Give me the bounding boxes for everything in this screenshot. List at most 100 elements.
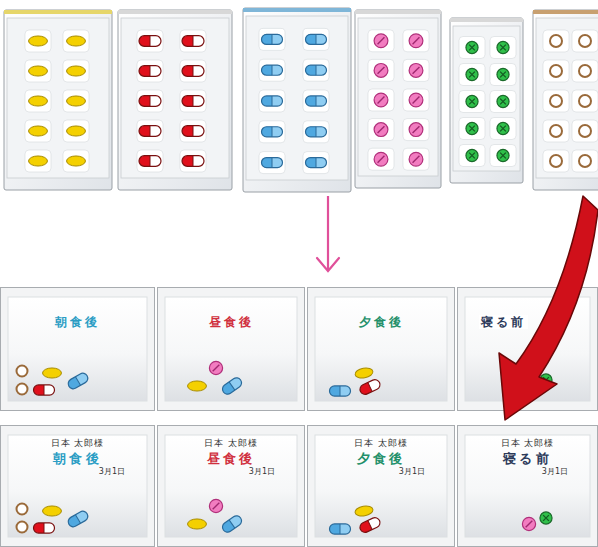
blue-capsule bbox=[66, 509, 89, 528]
blue-capsule bbox=[262, 34, 283, 44]
blue-capsule bbox=[66, 371, 89, 390]
medicine-box: 朝食後 bbox=[0, 287, 155, 411]
yellow-tablet bbox=[354, 505, 373, 518]
pink-tablet bbox=[209, 499, 222, 512]
dose-time: 昼食後 bbox=[205, 451, 258, 467]
yellow-tablet bbox=[29, 96, 48, 106]
medicine-box: 日本 太郎様寝る前3月1日 bbox=[457, 425, 598, 547]
yellow-tablet bbox=[188, 381, 207, 391]
pink-tablet bbox=[409, 34, 423, 48]
red-capsule bbox=[139, 156, 161, 167]
yellow-tablet bbox=[43, 368, 62, 378]
patient-name: 日本 太郎様 bbox=[49, 438, 106, 449]
medicine-box: 日本 太郎様昼食後3月1日 bbox=[157, 425, 305, 547]
blister-pack bbox=[243, 8, 351, 192]
brown-tablet bbox=[579, 65, 591, 77]
green-tablet bbox=[466, 149, 478, 161]
yellow-tablet bbox=[67, 126, 86, 136]
blister-pack bbox=[4, 10, 112, 190]
red-capsule bbox=[182, 36, 204, 47]
date: 3月1日 bbox=[397, 467, 427, 477]
medicine-box: 日本 太郎様夕食後3月1日 bbox=[307, 425, 455, 547]
green-tablet bbox=[497, 68, 509, 80]
medicine-box: 夕食後 bbox=[307, 287, 455, 411]
yellow-tablet bbox=[43, 506, 62, 516]
dose-time: 夕食後 bbox=[355, 451, 408, 467]
green-tablet bbox=[466, 95, 478, 107]
pink-tablet bbox=[374, 93, 388, 107]
blister-pack bbox=[533, 10, 598, 190]
yellow-tablet bbox=[354, 367, 373, 380]
dose-time: 昼食後 bbox=[207, 315, 256, 329]
red-capsule bbox=[139, 126, 161, 137]
blue-capsule bbox=[306, 127, 327, 137]
green-tablet bbox=[497, 95, 509, 107]
red-capsule bbox=[34, 385, 55, 395]
yellow-tablet bbox=[67, 96, 86, 106]
yellow-tablet bbox=[29, 156, 48, 166]
red-capsule bbox=[358, 516, 381, 534]
green-tablet bbox=[466, 122, 478, 134]
blue-capsule bbox=[262, 65, 283, 75]
green-tablet bbox=[466, 68, 478, 80]
blister-packs bbox=[4, 8, 598, 192]
blue-capsule bbox=[262, 158, 283, 168]
blue-capsule bbox=[306, 34, 327, 44]
blue-capsule bbox=[306, 158, 327, 168]
curved-arrow bbox=[499, 196, 598, 420]
blue-capsule bbox=[306, 65, 327, 75]
brown-tablet bbox=[550, 65, 562, 77]
down-arrow bbox=[327, 196, 329, 270]
red-capsule bbox=[182, 156, 204, 167]
green-tablet bbox=[497, 122, 509, 134]
pink-tablet bbox=[409, 64, 423, 78]
patient-name: 日本 太郎様 bbox=[352, 438, 409, 449]
brown-tablet bbox=[579, 35, 591, 47]
box-pills bbox=[17, 361, 553, 534]
yellow-tablet bbox=[29, 36, 48, 46]
red-capsule bbox=[34, 523, 55, 533]
yellow-tablet bbox=[188, 519, 207, 529]
blue-capsule bbox=[221, 376, 244, 396]
blue-capsule bbox=[262, 96, 283, 106]
yellow-tablet bbox=[29, 126, 48, 136]
dose-time: 寝る前 bbox=[479, 315, 528, 329]
pink-tablet bbox=[374, 123, 388, 137]
pink-tablet bbox=[374, 64, 388, 78]
brown-tablet bbox=[17, 366, 28, 377]
blue-capsule bbox=[221, 514, 244, 534]
blue-capsule bbox=[262, 127, 283, 137]
blister-pack bbox=[118, 10, 232, 190]
blue-capsule bbox=[330, 524, 351, 534]
brown-tablet bbox=[579, 125, 591, 137]
red-capsule bbox=[182, 66, 204, 77]
pink-tablet bbox=[374, 34, 388, 48]
date: 3月1日 bbox=[97, 467, 127, 477]
brown-tablet bbox=[579, 155, 591, 167]
red-capsule bbox=[139, 66, 161, 77]
dose-time: 朝食後 bbox=[53, 315, 102, 329]
pink-tablet bbox=[409, 93, 423, 107]
pink-tablet bbox=[409, 152, 423, 166]
brown-tablet bbox=[550, 125, 562, 137]
date: 3月1日 bbox=[540, 467, 570, 477]
green-tablet bbox=[497, 41, 509, 53]
patient-name: 日本 太郎様 bbox=[499, 438, 556, 449]
brown-tablet bbox=[17, 384, 28, 395]
pink-tablet bbox=[409, 123, 423, 137]
red-capsule bbox=[182, 126, 204, 137]
yellow-tablet bbox=[67, 36, 86, 46]
yellow-tablet bbox=[67, 156, 86, 166]
medicine-box: 昼食後 bbox=[157, 287, 305, 411]
green-tablet bbox=[540, 512, 552, 524]
date: 3月1日 bbox=[247, 467, 277, 477]
dose-time: 寝る前 bbox=[501, 451, 554, 467]
red-capsule bbox=[139, 96, 161, 107]
brown-tablet bbox=[17, 504, 28, 515]
arrow-head bbox=[317, 258, 339, 271]
blue-capsule bbox=[306, 96, 327, 106]
blister-pack bbox=[355, 10, 441, 188]
green-tablet bbox=[497, 149, 509, 161]
yellow-tablet bbox=[67, 66, 86, 76]
green-tablet bbox=[466, 41, 478, 53]
